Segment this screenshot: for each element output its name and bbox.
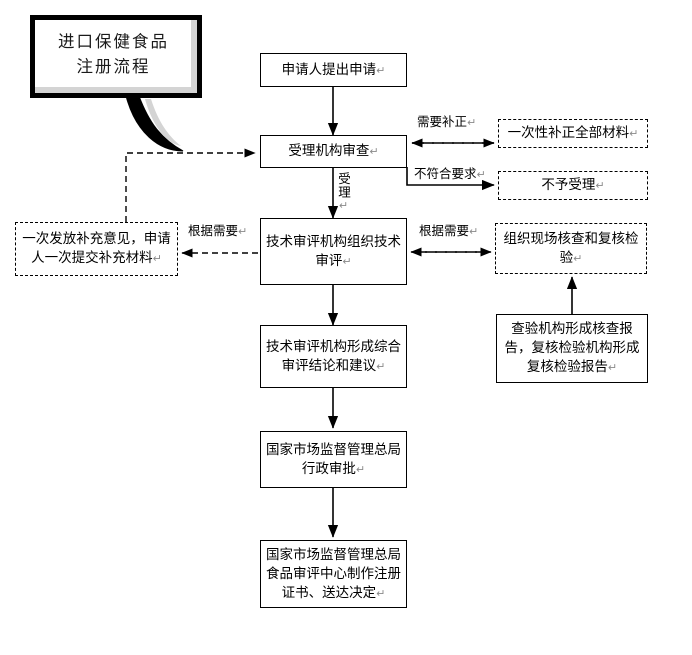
edge-label-need-supplement-text: 需要补正 <box>417 115 468 129</box>
node-technical-review-org-label: 技术审评机构组织技术审评 <box>266 233 401 268</box>
callout-line-2: 注册流程 <box>76 57 151 76</box>
title-callout: 进口保健食品 注册流程 <box>30 15 202 98</box>
node-comprehensive-conclusion-label: 技术审评机构形成综合审评结论和建议 <box>266 338 401 373</box>
edge-label-as-needed-left: 根据需要↵ <box>188 224 247 240</box>
pilcrow-icon: ↵ <box>469 226 479 238</box>
node-applicant-submit-label: 申请人提出申请 <box>281 61 377 77</box>
node-supplement-opinion-label: 一次发放补充意见，申请人一次提交补充材料 <box>22 231 171 265</box>
pilcrow-icon: ↵ <box>376 64 386 77</box>
pilcrow-icon: ↵ <box>607 362 618 374</box>
node-administrative-approval-label: 国家市场监督管理总局行政审批 <box>266 441 401 476</box>
node-supplement-all-materials[interactable]: 一次性补正全部材料↵ <box>498 119 648 148</box>
node-comprehensive-conclusion[interactable]: 技术审评机构形成综合审评结论和建议↵ <box>260 325 407 388</box>
callout-tail <box>125 95 184 152</box>
node-not-accepted[interactable]: 不予受理↵ <box>498 171 648 200</box>
pilcrow-icon: ↵ <box>369 146 379 158</box>
node-issue-certificate-label: 国家市场监督管理总局食品审评中心制作注册证书、送达决定 <box>266 546 401 600</box>
edge-label-not-conform-text: 不符合要求 <box>414 167 477 181</box>
edge-label-as-needed-left-text: 根据需要 <box>188 224 239 238</box>
edge-opinion-to-review <box>125 148 256 222</box>
node-applicant-submit[interactable]: 申请人提出申请↵ <box>260 53 407 87</box>
edge-label-accepted: 受理↵ <box>336 172 350 213</box>
pilcrow-icon: ↵ <box>573 252 583 265</box>
node-issue-certificate[interactable]: 国家市场监督管理总局食品审评中心制作注册证书、送达决定↵ <box>260 540 407 608</box>
node-supplement-all-materials-label: 一次性补正全部材料 <box>507 125 630 140</box>
pilcrow-icon: ↵ <box>238 226 248 238</box>
node-inspection-report-label: 查验机构形成核查报告，复核检验机构形成复核检验报告 <box>504 321 640 374</box>
node-supplement-opinion[interactable]: 一次发放补充意见，申请人一次提交补充材料↵ <box>15 222 178 276</box>
pilcrow-icon: ↵ <box>337 199 349 213</box>
callout-line-1: 进口保健食品 <box>58 32 169 51</box>
node-onsite-inspection-label: 组织现场核查和复核检验 <box>503 230 639 265</box>
edge-label-as-needed-right-text: 根据需要 <box>419 224 470 238</box>
node-administrative-approval[interactable]: 国家市场监督管理总局行政审批↵ <box>260 431 407 488</box>
pilcrow-icon: ↵ <box>595 180 605 192</box>
callout-text: 进口保健食品 注册流程 <box>58 30 174 84</box>
pilcrow-icon: ↵ <box>376 360 386 373</box>
pilcrow-icon: ↵ <box>476 169 486 181</box>
edge-label-not-conform: 不符合要求↵ <box>414 167 486 183</box>
pilcrow-icon: ↵ <box>376 587 386 600</box>
edge-label-as-needed-right: 根据需要↵ <box>419 224 478 240</box>
node-accepting-review[interactable]: 受理机构审查↵ <box>260 135 407 168</box>
edge-label-accepted-text: 受理 <box>336 172 350 199</box>
node-technical-review-org[interactable]: 技术审评机构组织技术审评↵ <box>260 218 407 285</box>
pilcrow-icon: ↵ <box>467 117 477 129</box>
node-onsite-inspection[interactable]: 组织现场核查和复核检验↵ <box>495 223 647 274</box>
pilcrow-icon: ↵ <box>342 255 352 268</box>
pilcrow-icon: ↵ <box>152 253 162 265</box>
node-not-accepted-label: 不予受理 <box>541 177 596 192</box>
node-accepting-review-label: 受理机构审查 <box>288 143 370 158</box>
pilcrow-icon: ↵ <box>355 463 366 476</box>
node-inspection-report[interactable]: 查验机构形成核查报告，复核检验机构形成复核检验报告↵ <box>496 314 648 383</box>
pilcrow-icon: ↵ <box>629 128 639 140</box>
edge-label-need-supplement: 需要补正↵ <box>417 115 476 131</box>
